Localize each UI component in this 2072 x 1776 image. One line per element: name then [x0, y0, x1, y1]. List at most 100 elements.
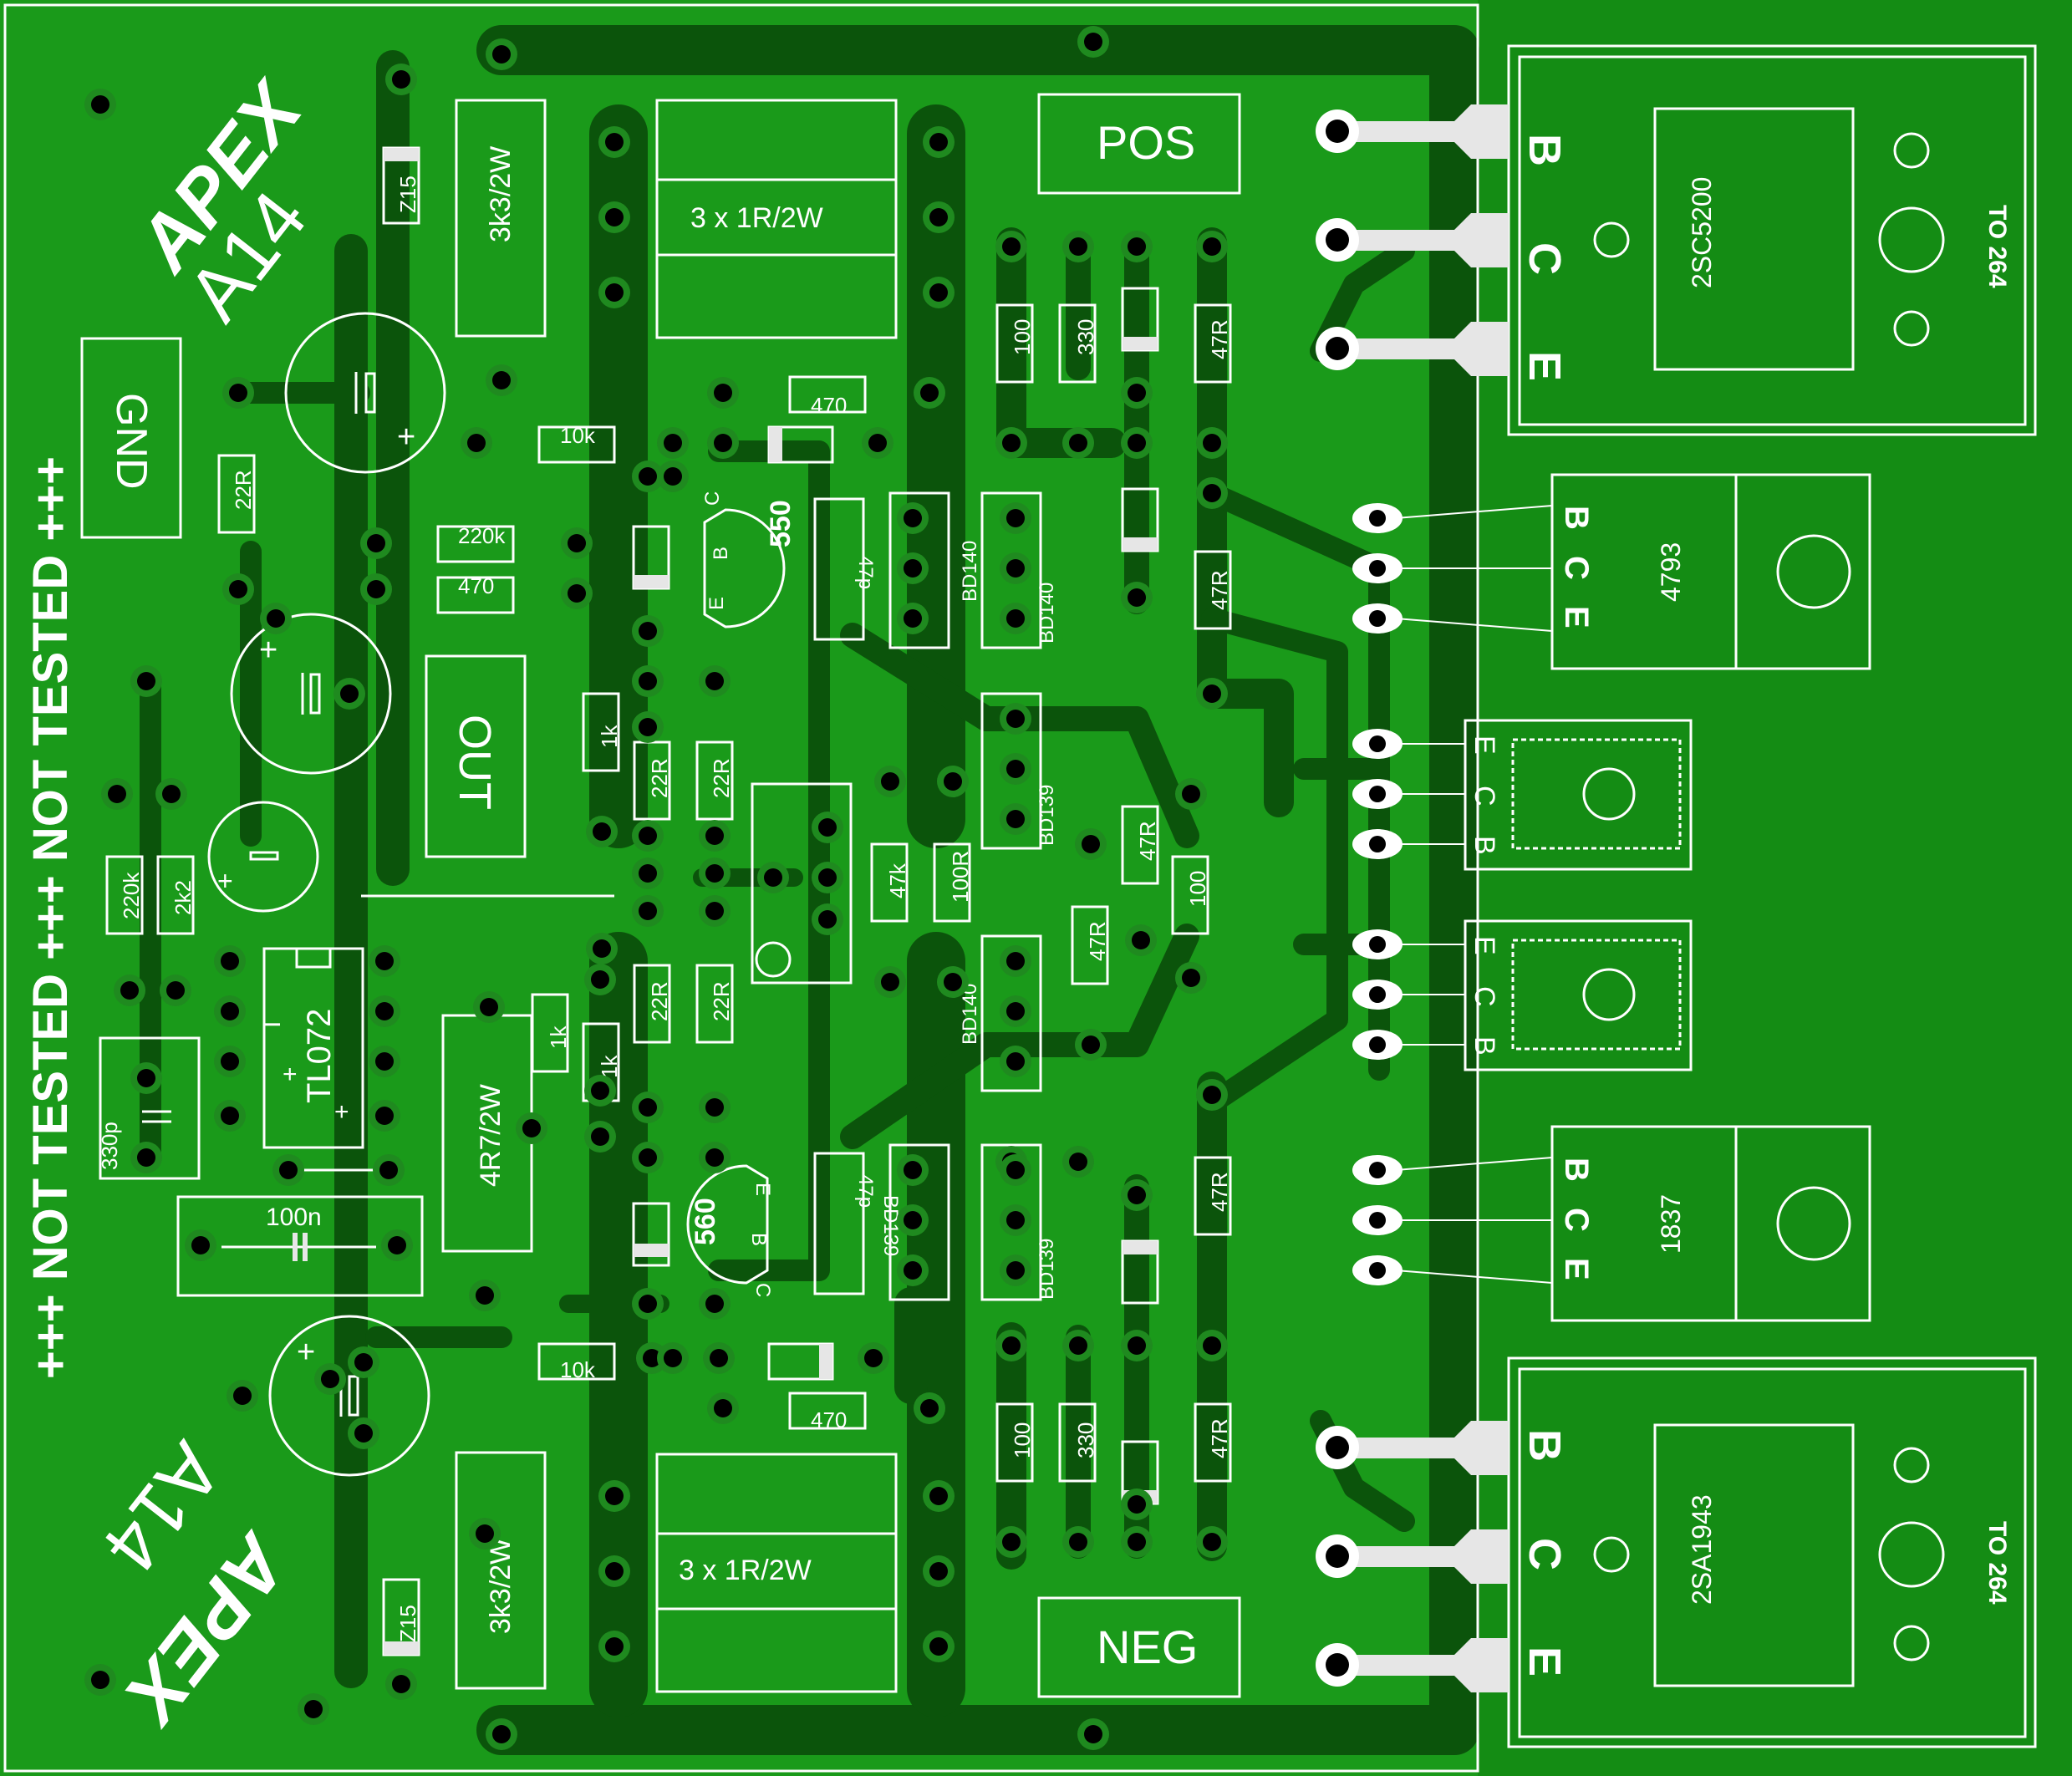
solder-pad [705, 1295, 724, 1313]
solder-pad [267, 609, 285, 628]
solder-pad [304, 1700, 323, 1718]
solder-pad [639, 1295, 657, 1313]
to264-bottom-hole-small [1593, 1536, 1630, 1573]
solder-pad [1002, 434, 1021, 452]
solder-pad [1006, 1261, 1025, 1280]
capacitor-330p [99, 1036, 201, 1180]
thermal-transistor-top-pin-e: E [1469, 735, 1500, 755]
solder-pad [492, 45, 511, 64]
to220-top-pin-e: E [1558, 606, 1595, 628]
to220-top-part: 4793 [1656, 542, 1686, 602]
to264-top-pin-e: E [1520, 351, 1570, 381]
solder-pad [166, 981, 185, 1000]
to220-bottom-mounting-hole [1776, 1186, 1851, 1261]
resistor-3k3-bottom-label: 3k3/2W [485, 1538, 517, 1634]
solder-pad [705, 864, 724, 883]
to264-bottom-mounting-hole [1878, 1521, 1945, 1588]
solder-pad [643, 1349, 661, 1367]
bd139-c-label: BD139 [1036, 1239, 1058, 1300]
transistor-oval-pad-hole [1369, 936, 1386, 953]
resistor-470-top [788, 375, 867, 414]
transistor-550-label: 550 [765, 500, 797, 547]
solder-pad [379, 1161, 398, 1179]
solder-pad [392, 1675, 410, 1693]
resistors-vertical: 22R 1k 22R 22R 22R 22R 1k 1k 220k 2k2 47… [105, 303, 1232, 1483]
solder-pad [367, 534, 385, 552]
resistor-47r-d [1071, 905, 1109, 985]
solder-pad [639, 672, 657, 690]
resistor-100-bottom [995, 1402, 1034, 1483]
solder-pad [221, 1002, 239, 1020]
solder-pad [1069, 434, 1087, 452]
solder-pad [1006, 760, 1025, 778]
solder-pad [639, 467, 657, 486]
to264-top-pin-b: B [1520, 134, 1570, 166]
solder-pad [1182, 969, 1200, 987]
resistor-47r-e-label: 47R [1207, 1172, 1232, 1212]
to220-bottom-pin-c: C [1558, 1208, 1595, 1232]
capacitor-100n-plate2 [303, 1233, 308, 1261]
solder-pad [375, 1052, 394, 1071]
transistor-oval-pad-hole [1369, 836, 1386, 852]
resistor-330-bottom-label: 330 [1073, 1422, 1098, 1458]
capacitor-47p-bottom [813, 1152, 865, 1295]
thermal-transistor-bottom-hole-icon [1582, 968, 1636, 1021]
solder-pad [1002, 237, 1021, 256]
to264-bottom-pin-c: C [1520, 1538, 1570, 1570]
to220-bottom-part: 1837 [1656, 1194, 1686, 1254]
resistor-470-bottom-label: 470 [811, 1407, 847, 1433]
to264-bottom-pin-b: B [1520, 1429, 1570, 1462]
to264-bottom-lead-c [1346, 1529, 1509, 1584]
resistor-100r [933, 842, 971, 923]
resistor-1k-top-label: 1k [597, 725, 622, 748]
solder-pad [1006, 1211, 1025, 1229]
electrolytic-cap-4-plate2 [348, 1375, 359, 1417]
diode-left-bottom [632, 1202, 670, 1267]
solder-pad [904, 1211, 922, 1229]
transistor-oval-pad-hole [1369, 510, 1386, 527]
to264-top-hole-small [1593, 221, 1630, 258]
solder-pad [605, 208, 624, 226]
solder-pad [492, 371, 511, 389]
resistor-470-top-label: 470 [811, 393, 847, 418]
solder-pad [944, 973, 962, 991]
to264-bottom-lead-b [1346, 1421, 1509, 1475]
solder-pad [639, 622, 657, 640]
solder-pad [1069, 1336, 1087, 1355]
solder-pad [868, 434, 887, 452]
to264-leads [1346, 104, 1509, 1692]
solder-pads [84, 26, 1403, 1750]
solder-pad [705, 1148, 724, 1167]
solder-pad [354, 1424, 373, 1443]
electrolytic-cap-1 [284, 312, 446, 474]
solder-pad [705, 827, 724, 845]
solder-pad [91, 1671, 109, 1689]
resistor-4r7-label: 4R7/2W [475, 1084, 507, 1187]
resistor-220k-left [105, 855, 144, 935]
solder-pad [1082, 1036, 1100, 1054]
solder-pad [764, 868, 782, 887]
solder-pad [929, 208, 948, 226]
solder-pad [1006, 1052, 1025, 1071]
resistor-22r-b-label: 22R [709, 758, 734, 798]
solder-pad [137, 672, 155, 690]
solder-pad [1128, 1186, 1146, 1204]
to220-bottom-pin-e: E [1558, 1258, 1595, 1280]
resistor-330-top [1058, 303, 1097, 384]
solder-pad [1002, 1336, 1021, 1355]
solder-pad [1006, 559, 1025, 578]
solder-pad [354, 1353, 373, 1371]
solder-pad [1006, 952, 1025, 970]
solder-pad [1132, 931, 1150, 949]
zener-z15-bottom-band [384, 1641, 419, 1655]
ic-tl072-label: TL072 [301, 1009, 338, 1103]
resistor-10k-bottom-label: 10k [560, 1357, 596, 1382]
thermal-transistor-top-hole-icon [1582, 767, 1636, 821]
solder-pad [568, 584, 586, 603]
solder-pad [137, 1148, 155, 1167]
to264-bottom-hole-a [1893, 1447, 1930, 1483]
diode-top-band [769, 427, 782, 462]
capacitor-47p-top [813, 497, 865, 641]
resistor-47r-f-label: 47R [1207, 1418, 1232, 1458]
thermal-transistor-bottom-inner [1511, 939, 1682, 1051]
